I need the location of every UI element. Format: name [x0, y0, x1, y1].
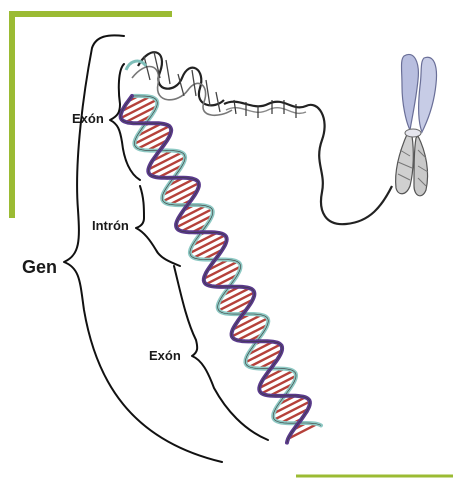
dna-fiber — [224, 100, 392, 224]
dna-double-helix-icon — [121, 96, 321, 443]
intron-label: Intrón — [92, 218, 129, 233]
exon-label-top: Exón — [72, 111, 104, 126]
chromosome-icon — [396, 54, 437, 195]
backbone-strand-teal — [132, 96, 321, 426]
intron-brace — [136, 186, 180, 266]
gene-label: Gen — [22, 257, 57, 277]
exon-label-bottom: Exón — [149, 348, 181, 363]
condensed-chromatin — [126, 52, 232, 115]
